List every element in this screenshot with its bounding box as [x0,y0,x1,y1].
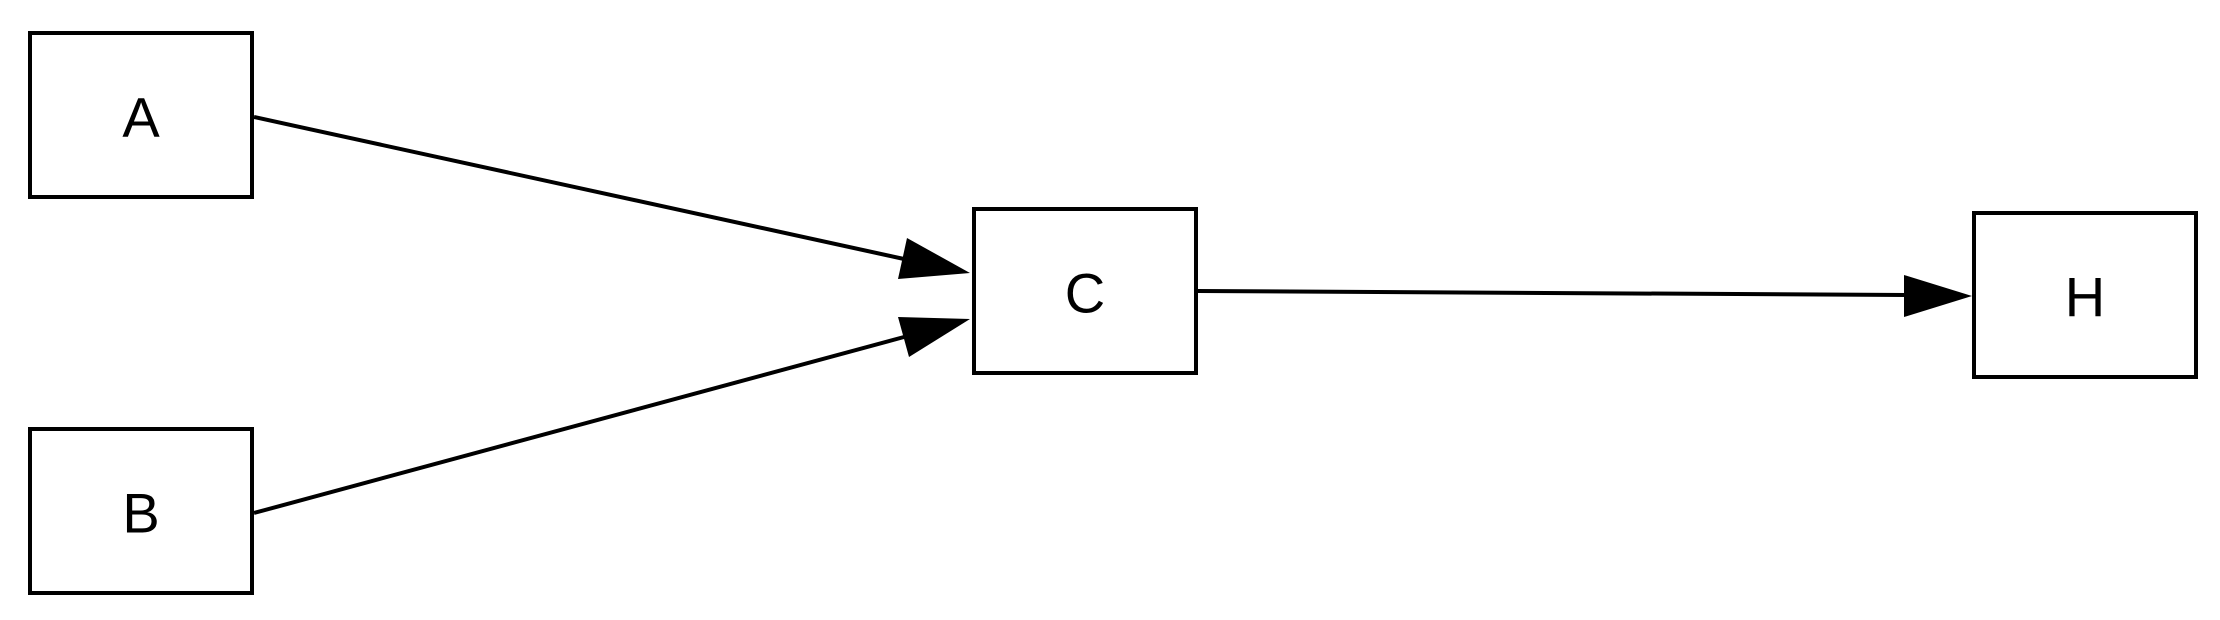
node-h-label: H [2065,266,2105,329]
node-c-box [972,207,1198,375]
node-b[interactable]: B [28,427,254,595]
node-a-box [28,31,254,199]
edge-c-to-h [1197,275,1972,317]
edge-a-to-c [253,115,970,279]
node-c[interactable]: C [972,207,1198,375]
node-h-box [1972,211,2198,379]
node-a-label: A [122,86,160,149]
edge-c-to-h-line [1197,289,1907,297]
node-b-label: B [122,482,159,545]
edge-b-to-c-arrowhead [898,317,970,357]
node-b-box [28,427,254,595]
edge-a-to-c-arrowhead [898,238,970,279]
edge-a-to-c-line [253,115,905,261]
edge-b-to-c-line [253,335,905,515]
node-a[interactable]: A [28,31,254,199]
node-c-label: C [1065,262,1105,325]
edge-b-to-c [253,317,970,515]
edge-c-to-h-arrowhead [1904,275,1972,317]
node-h[interactable]: H [1972,211,2198,379]
